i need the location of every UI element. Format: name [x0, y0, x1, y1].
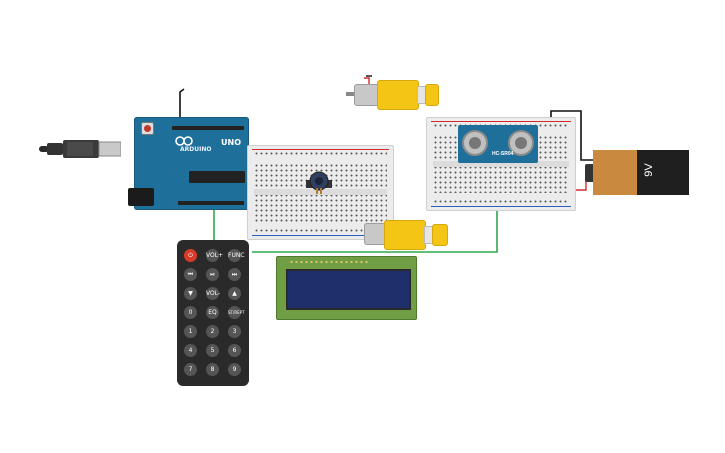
- remote-vol-down-button[interactable]: VOL-: [206, 287, 220, 300]
- next-icon: ⏭: [231, 271, 238, 278]
- battery-label: 9V: [643, 163, 655, 177]
- lcd-screen: [286, 269, 411, 310]
- remote-prev-button[interactable]: ⏮: [184, 268, 197, 281]
- ir-remote[interactable]: ⏻ VOL+ FUNC ⏮ ⏯ ⏭ ▼ VOL- ▲ 0 EQ ST/REPT …: [177, 240, 249, 386]
- power-icon: ⏻: [188, 252, 193, 259]
- remote-button-0[interactable]: 0: [184, 306, 197, 319]
- remote-button-3[interactable]: 3: [228, 325, 241, 338]
- remote-play-pause-button[interactable]: ⏯: [206, 268, 219, 281]
- power-jack: [128, 188, 154, 206]
- prev-icon: ⏮: [187, 271, 194, 278]
- remote-vol-up-button[interactable]: VOL+: [206, 249, 223, 262]
- lcd-display[interactable]: [276, 256, 417, 320]
- remote-button-1[interactable]: 1: [184, 325, 197, 338]
- ultrasonic-sensor[interactable]: HC-SR04: [458, 125, 538, 163]
- up-icon: ▲: [232, 290, 237, 297]
- remote-button-9[interactable]: 9: [228, 363, 241, 376]
- remote-button-8[interactable]: 8: [206, 363, 219, 376]
- remote-button-5[interactable]: 5: [206, 344, 219, 357]
- remote-power-button[interactable]: ⏻: [184, 249, 197, 262]
- arduino-logo-text: ARDUINO: [180, 146, 212, 153]
- remote-next-button[interactable]: ⏭: [228, 268, 241, 281]
- microcontroller-chip: [189, 171, 245, 183]
- play-pause-icon: ⏯: [210, 271, 215, 278]
- lcd-pin-header: [289, 260, 369, 264]
- remote-up-button[interactable]: ▲: [228, 287, 241, 300]
- remote-button-2[interactable]: 2: [206, 325, 219, 338]
- sensor-model-label: HC-SR04: [492, 151, 514, 157]
- usb-cable[interactable]: [39, 138, 121, 160]
- down-icon: ▼: [188, 290, 193, 297]
- remote-button-6[interactable]: 6: [228, 344, 241, 357]
- dc-motor-bottom[interactable]: [364, 220, 456, 250]
- reset-button[interactable]: [141, 122, 154, 135]
- potentiometer[interactable]: [304, 170, 334, 196]
- remote-func-button[interactable]: FUNC: [228, 249, 245, 262]
- infinity-logo-icon: [175, 136, 193, 146]
- analog-header: [178, 201, 244, 205]
- sensor-receiver: [508, 130, 534, 156]
- sensor-transmitter: [462, 130, 488, 156]
- battery-clip: [585, 164, 595, 182]
- remote-button-7[interactable]: 7: [184, 363, 197, 376]
- arduino-uno-board[interactable]: ARDUINO UNO: [128, 117, 249, 210]
- remote-eq-button[interactable]: EQ: [206, 306, 219, 319]
- dc-motor-top[interactable]: [346, 80, 439, 110]
- battery-9v[interactable]: 9V: [585, 150, 689, 195]
- remote-button-4[interactable]: 4: [184, 344, 197, 357]
- remote-down-button[interactable]: ▼: [184, 287, 197, 300]
- digital-header: [172, 126, 244, 130]
- arduino-model-text: UNO: [221, 138, 241, 147]
- remote-st-rept-button[interactable]: ST/REPT: [228, 306, 245, 319]
